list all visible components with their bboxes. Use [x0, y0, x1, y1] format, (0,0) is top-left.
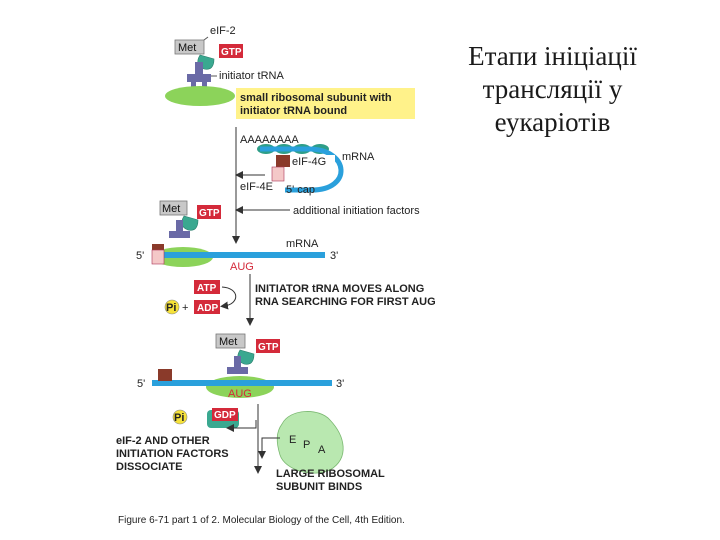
met-box — [174, 39, 205, 55]
eif4g-factor — [276, 155, 290, 167]
five-prime-label-1: 5' — [136, 250, 144, 262]
mrna-strand-2 — [152, 380, 332, 386]
dissociate-label-1: eIF-2 AND OTHER — [116, 435, 210, 447]
large-subunit-label-2: SUBUNIT BINDS — [276, 481, 362, 493]
large-subunit-label-1: LARGE RIBOSOMAL — [276, 468, 385, 480]
gdp-label: GDP — [214, 410, 236, 421]
eif4e-factor — [271, 166, 285, 182]
aug-label-2: AUG — [228, 388, 252, 400]
gtp-tag — [219, 44, 243, 58]
mrna-loop — [260, 146, 344, 193]
polya-label: AAAAAAAA — [240, 134, 299, 146]
gtp-label-3: GTP — [258, 342, 279, 353]
atp-hydrolysis: ATP ADP Pi + — [164, 280, 237, 315]
additional-factors-label: additional initiation factors — [293, 205, 420, 217]
met-label: Met — [178, 42, 196, 54]
title-line-1: Етапи ініціації — [468, 41, 637, 71]
pi-circle-1 — [164, 299, 180, 315]
pi-label-2: Pi — [174, 412, 184, 424]
gtp-label-2: GTP — [199, 208, 220, 219]
pi-circle-2 — [172, 409, 188, 425]
atp-label: ATP — [197, 283, 217, 294]
gtp-label: GTP — [221, 47, 242, 58]
gdp-release: GDP Pi — [172, 408, 257, 432]
mrna-strand-1 — [155, 252, 325, 258]
stage-3-aug-complex: Met GTP 5' 3' AUG — [137, 333, 344, 400]
small-subunit-label-2: initiator tRNA bound — [240, 105, 347, 117]
atp-arrow — [220, 286, 237, 310]
title-line-3: еукаріотів — [494, 107, 611, 137]
trna-shape — [187, 62, 211, 88]
site-p-label: P — [303, 439, 310, 451]
dissociate-arrow — [226, 420, 257, 432]
slide-title: Етапи ініціації трансляції у еукаріотів — [440, 40, 665, 139]
eif2-label: eIF-2 — [210, 25, 236, 37]
scan-label-2: RNA SEARCHING FOR FIRST AUG — [255, 296, 436, 308]
adp-label: ADP — [197, 303, 218, 314]
eif4g-label: eIF-4G — [292, 156, 326, 168]
dissociate-label-3: DISSOCIATE — [116, 461, 182, 473]
small-subunit-highlight-box — [236, 88, 415, 119]
figure-caption: Figure 6-71 part 1 of 2. Molecular Biolo… — [118, 515, 405, 526]
small-ribosomal-subunit — [165, 86, 235, 106]
large-subunit-shape — [276, 411, 344, 474]
pi-label-1: Pi — [166, 302, 176, 314]
small-subunit-label-1: small ribosomal subunit with — [240, 92, 392, 104]
scan-label-1: INITIATOR tRNA MOVES ALONG — [255, 283, 424, 295]
mrna-capped-complex: AAAAAAAA eIF-4G mRNA eIF-4E 5' cap — [240, 134, 375, 196]
mrna-label-1: mRNA — [342, 151, 375, 163]
mrna-label-2: mRNA — [286, 238, 319, 250]
site-a-label: A — [318, 444, 326, 456]
dissociate-label-2: INITIATION FACTORS — [116, 448, 229, 460]
title-line-2: трансляції у — [482, 74, 623, 104]
met-label-2: Met — [162, 203, 180, 215]
initiator-trna-label: initiator tRNA — [219, 70, 284, 82]
five-prime-label-2: 5' — [137, 378, 145, 390]
aug-label-1: AUG — [230, 261, 254, 273]
three-prime-label-1: 3' — [330, 250, 338, 262]
eif4e-label: eIF-4E — [240, 181, 273, 193]
site-e-label: E — [289, 434, 296, 446]
three-prime-label-2: 3' — [336, 378, 344, 390]
stage-2-bound-complex: Met GTP 5' 3' mRNA AUG — [136, 200, 338, 273]
large-subunit: E P A — [258, 411, 344, 474]
large-subunit-arrow — [258, 437, 280, 459]
cap-label: 5' cap — [286, 184, 315, 196]
plus-label: + — [182, 302, 188, 314]
stage-1-initiator-complex: eIF-2 Met GTP initiator tRNA small ribos… — [165, 25, 415, 119]
met-label-3: Met — [219, 336, 237, 348]
